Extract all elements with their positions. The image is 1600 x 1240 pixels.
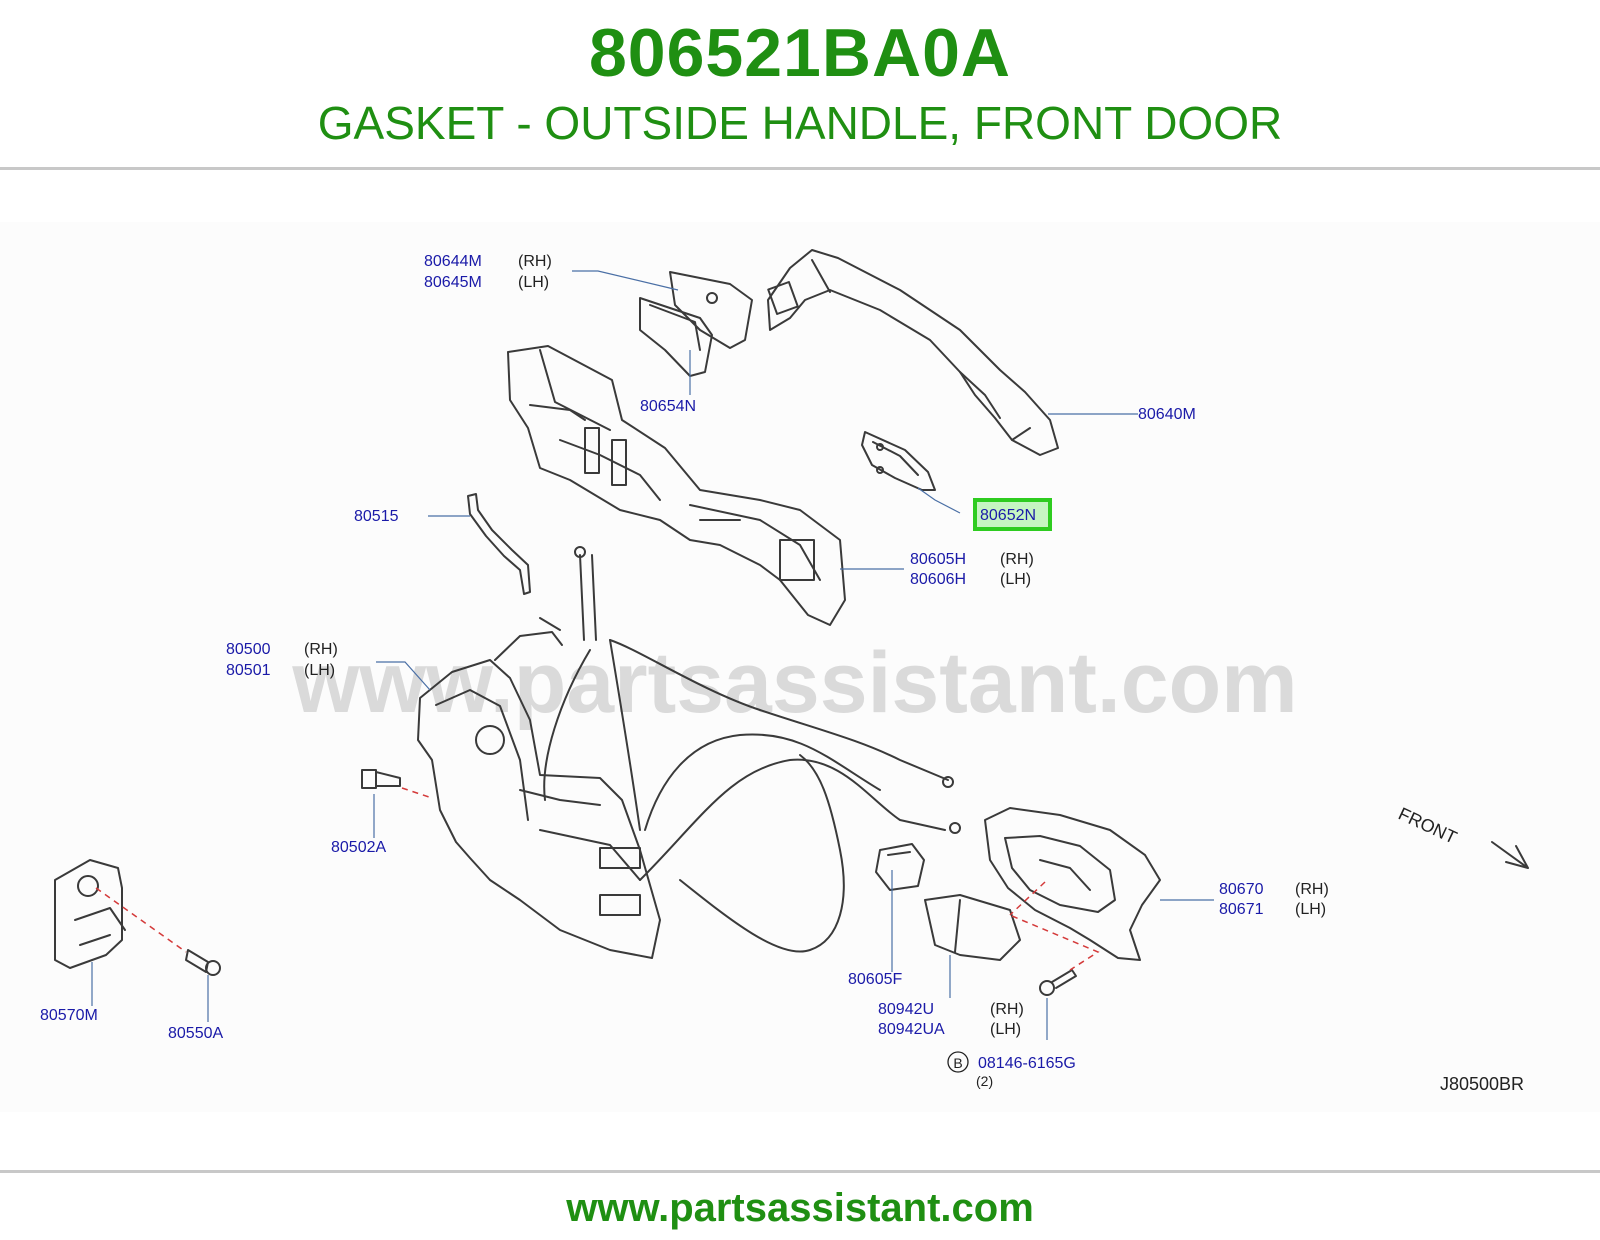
- gasket-80654N-drawing: [639, 297, 713, 377]
- callout-08146-6165G[interactable]: 08146-6165G: [978, 1055, 1076, 1072]
- striker-drawing: [54, 859, 126, 969]
- handle-bracket-drawing: [507, 345, 846, 626]
- inside-handle-drawing: [984, 807, 1161, 961]
- rod-80515-drawing: [467, 493, 531, 595]
- cable-clip-drawing: [875, 843, 925, 891]
- footer-divider: [0, 1170, 1600, 1173]
- callout-80671[interactable]: 80671: [1219, 901, 1264, 918]
- header-divider: [0, 167, 1600, 170]
- footer-website-link[interactable]: www.partsassistant.com: [566, 1186, 1034, 1230]
- highlight-box-80652N: [973, 498, 1052, 531]
- callout-side-lh: (LH): [304, 662, 335, 679]
- gasket-80652N-drawing: [861, 431, 936, 491]
- callout-side-rh: (RH): [1295, 881, 1329, 898]
- leader-lines: [91, 270, 1214, 1040]
- control-cables-drawing: [543, 546, 961, 953]
- callout-side-lh: (LH): [990, 1021, 1021, 1038]
- callout-quantity: (2): [976, 1073, 993, 1089]
- door-latch-drawing: [417, 617, 661, 959]
- callout-80502A[interactable]: 80502A: [331, 839, 386, 856]
- callout-80652N[interactable]: 80652N: [980, 507, 1036, 524]
- screw-80550A-drawing: [185, 949, 221, 976]
- callout-side-lh: (LH): [518, 274, 549, 291]
- callout-side-rh: (RH): [990, 1001, 1024, 1018]
- callout-side-lh: (LH): [1295, 901, 1326, 918]
- callout-80654N[interactable]: 80654N: [640, 398, 696, 415]
- callout-side-rh: (RH): [518, 253, 552, 270]
- callout-80640M[interactable]: 80640M: [1138, 406, 1196, 423]
- b-marker-letter: B: [953, 1055, 962, 1071]
- callout-80515[interactable]: 80515: [354, 508, 399, 525]
- callout-80644M[interactable]: 80644M: [424, 253, 482, 270]
- inside-handle-escutcheon-drawing: [924, 894, 1021, 961]
- bolt-80502A-drawing: [361, 769, 401, 789]
- part-number-title: 806521BA0A: [588, 15, 1012, 91]
- callout-80605F[interactable]: 80605F: [848, 971, 902, 988]
- callout-80670[interactable]: 80670: [1219, 881, 1264, 898]
- callout-80501[interactable]: 80501: [226, 662, 271, 679]
- assembly-guides: [95, 787, 1100, 971]
- escutcheon-drawing: [669, 271, 753, 349]
- front-arrow-icon: [1491, 841, 1529, 869]
- callout-side-rh: (RH): [304, 641, 338, 658]
- watermark-text: www.partsassistant.com: [291, 635, 1297, 731]
- callout-80605H[interactable]: 80605H: [910, 551, 966, 568]
- callout-80645M[interactable]: 80645M: [424, 274, 482, 291]
- screw-08146-drawing: [1039, 969, 1077, 996]
- callout-80942UA[interactable]: 80942UA: [878, 1021, 945, 1038]
- callout-80500[interactable]: 80500: [226, 641, 271, 658]
- drawing-code: J80500BR: [1440, 1074, 1524, 1094]
- outside-handle-drawing: [767, 249, 1059, 456]
- callout-80550A[interactable]: 80550A: [168, 1025, 223, 1042]
- part-description: GASKET - OUTSIDE HANDLE, FRONT DOOR: [317, 97, 1283, 149]
- callout-80942U[interactable]: 80942U: [878, 1001, 934, 1018]
- parts-diagram: www.partsassistant.com: [40, 249, 1529, 1094]
- callout-side-rh: (RH): [1000, 551, 1034, 568]
- callout-side-lh: (LH): [1000, 571, 1031, 588]
- diagram-panel: www.partsassistant.com: [0, 222, 1600, 1112]
- front-direction-label: FRONT: [1395, 803, 1460, 847]
- b-marker-circle-icon: [947, 1051, 969, 1073]
- callout-80606H[interactable]: 80606H: [910, 571, 966, 588]
- callout-80570M[interactable]: 80570M: [40, 1007, 98, 1024]
